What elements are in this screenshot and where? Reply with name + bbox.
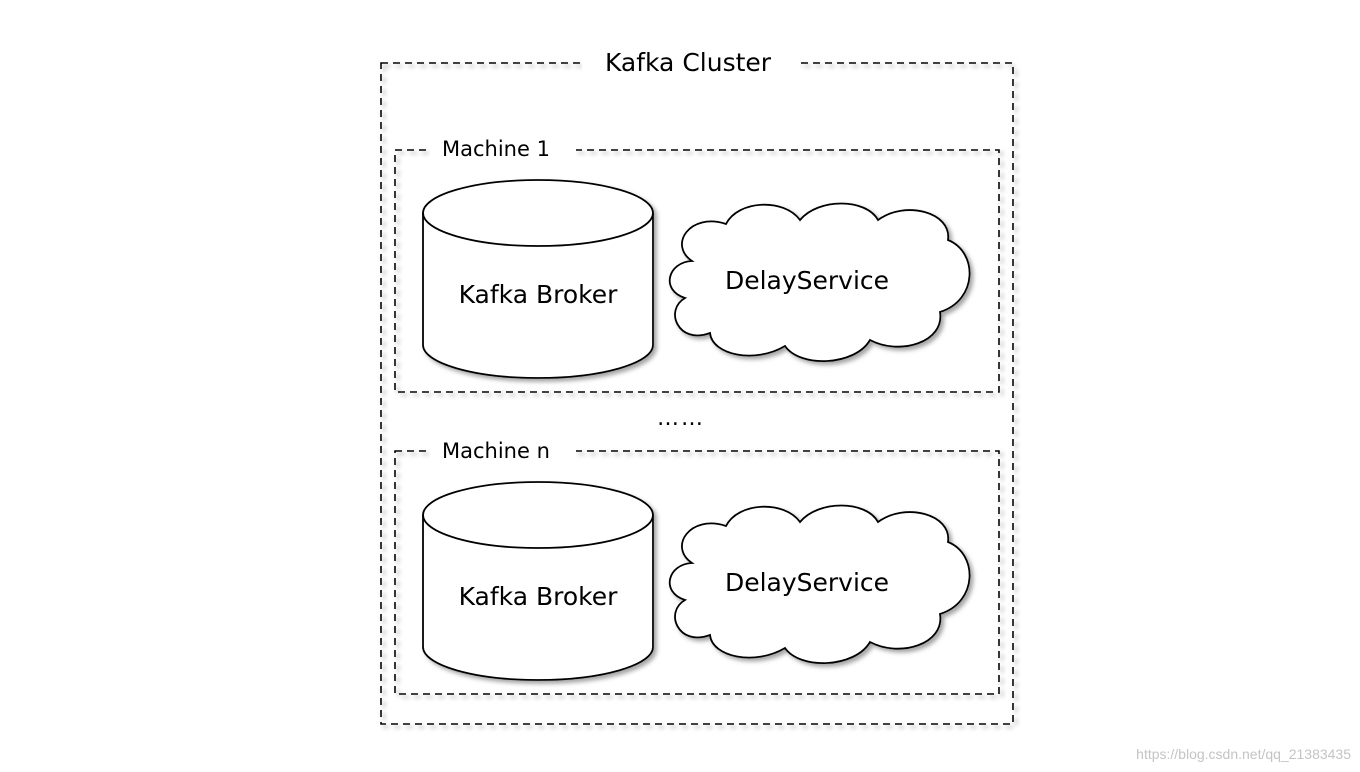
delay-service-label: DelayService [725, 568, 889, 597]
watermark-text: https://blog.csdn.net/qq_21383435 [1136, 746, 1351, 762]
machine-n-frame: Machine n Kafka Broker DelayService [394, 439, 1000, 695]
machine-1-frame: Machine 1 Kafka Broker DelayService [394, 137, 1000, 393]
kafka-cluster-frame: Kafka Cluster [380, 48, 1014, 725]
kafka-broker-cylinder [422, 179, 654, 379]
delay-service-label: DelayService [725, 266, 889, 295]
cluster-title: Kafka Cluster [605, 48, 772, 77]
delay-service-cloud [668, 202, 971, 363]
kafka-broker-cylinder [422, 481, 654, 681]
kafka-broker-label: Kafka Broker [459, 280, 619, 309]
machine-1-title: Machine 1 [442, 137, 550, 161]
delay-service-cloud [668, 504, 971, 665]
machines-ellipsis: …… [657, 406, 705, 431]
machine-n-title: Machine n [442, 439, 550, 463]
kafka-broker-label: Kafka Broker [459, 582, 619, 611]
